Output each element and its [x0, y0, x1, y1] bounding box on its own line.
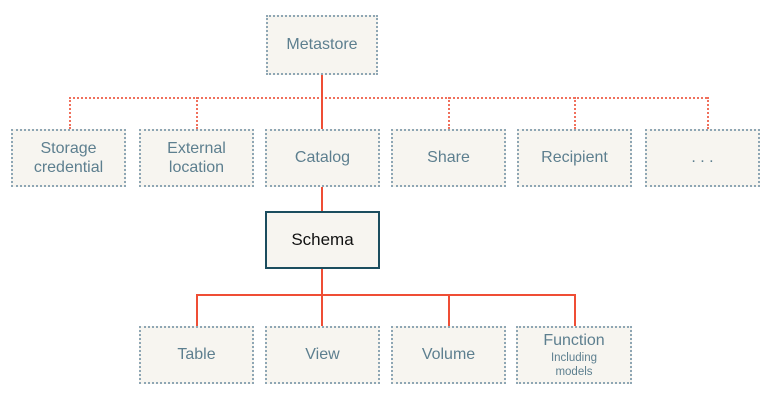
connector-catalog-to-schema: [321, 187, 323, 211]
node-recipient[interactable]: Recipient: [517, 129, 632, 187]
connector-drop-catalog: [321, 97, 323, 129]
node-external-location-label: External location: [167, 139, 226, 176]
connector-metastore-to-bus: [321, 75, 323, 97]
connector-schema-to-bus: [321, 269, 323, 294]
node-more[interactable]: . . .: [645, 129, 760, 187]
node-table-label: Table: [177, 346, 216, 364]
node-storage-credential[interactable]: Storage credential: [11, 129, 126, 187]
connector-drop-function: [574, 294, 576, 326]
connector-bus-schema-children: [196, 294, 574, 296]
node-view[interactable]: View: [265, 326, 380, 384]
node-volume-label: Volume: [421, 346, 476, 364]
node-storage-credential-label: Storage credential: [33, 139, 104, 176]
connector-drop-external-location: [196, 97, 198, 129]
connector-drop-storage-credential: [69, 97, 71, 129]
node-more-label: . . .: [691, 149, 714, 167]
node-recipient-label: Recipient: [541, 149, 608, 167]
connector-bus-metastore-children: [69, 97, 707, 99]
node-view-label: View: [305, 346, 340, 364]
connector-drop-volume: [448, 294, 450, 326]
node-function-sublabel: Including models: [550, 351, 598, 379]
node-function-label: Function: [543, 331, 605, 349]
node-function[interactable]: Function Including models: [516, 326, 632, 384]
connector-drop-more: [707, 97, 709, 129]
node-volume[interactable]: Volume: [391, 326, 506, 384]
node-schema[interactable]: Schema: [265, 211, 380, 269]
connector-drop-view: [321, 294, 323, 326]
node-table[interactable]: Table: [139, 326, 254, 384]
node-metastore-label: Metastore: [286, 36, 358, 54]
connector-drop-recipient: [574, 97, 576, 129]
connector-drop-share: [448, 97, 450, 129]
node-external-location[interactable]: External location: [139, 129, 254, 187]
node-catalog-label: Catalog: [294, 149, 351, 167]
node-metastore[interactable]: Metastore: [266, 15, 378, 75]
connector-drop-table: [196, 294, 198, 326]
node-catalog[interactable]: Catalog: [265, 129, 380, 187]
node-share-label: Share: [427, 149, 470, 167]
node-share[interactable]: Share: [391, 129, 506, 187]
node-schema-label: Schema: [291, 229, 354, 249]
